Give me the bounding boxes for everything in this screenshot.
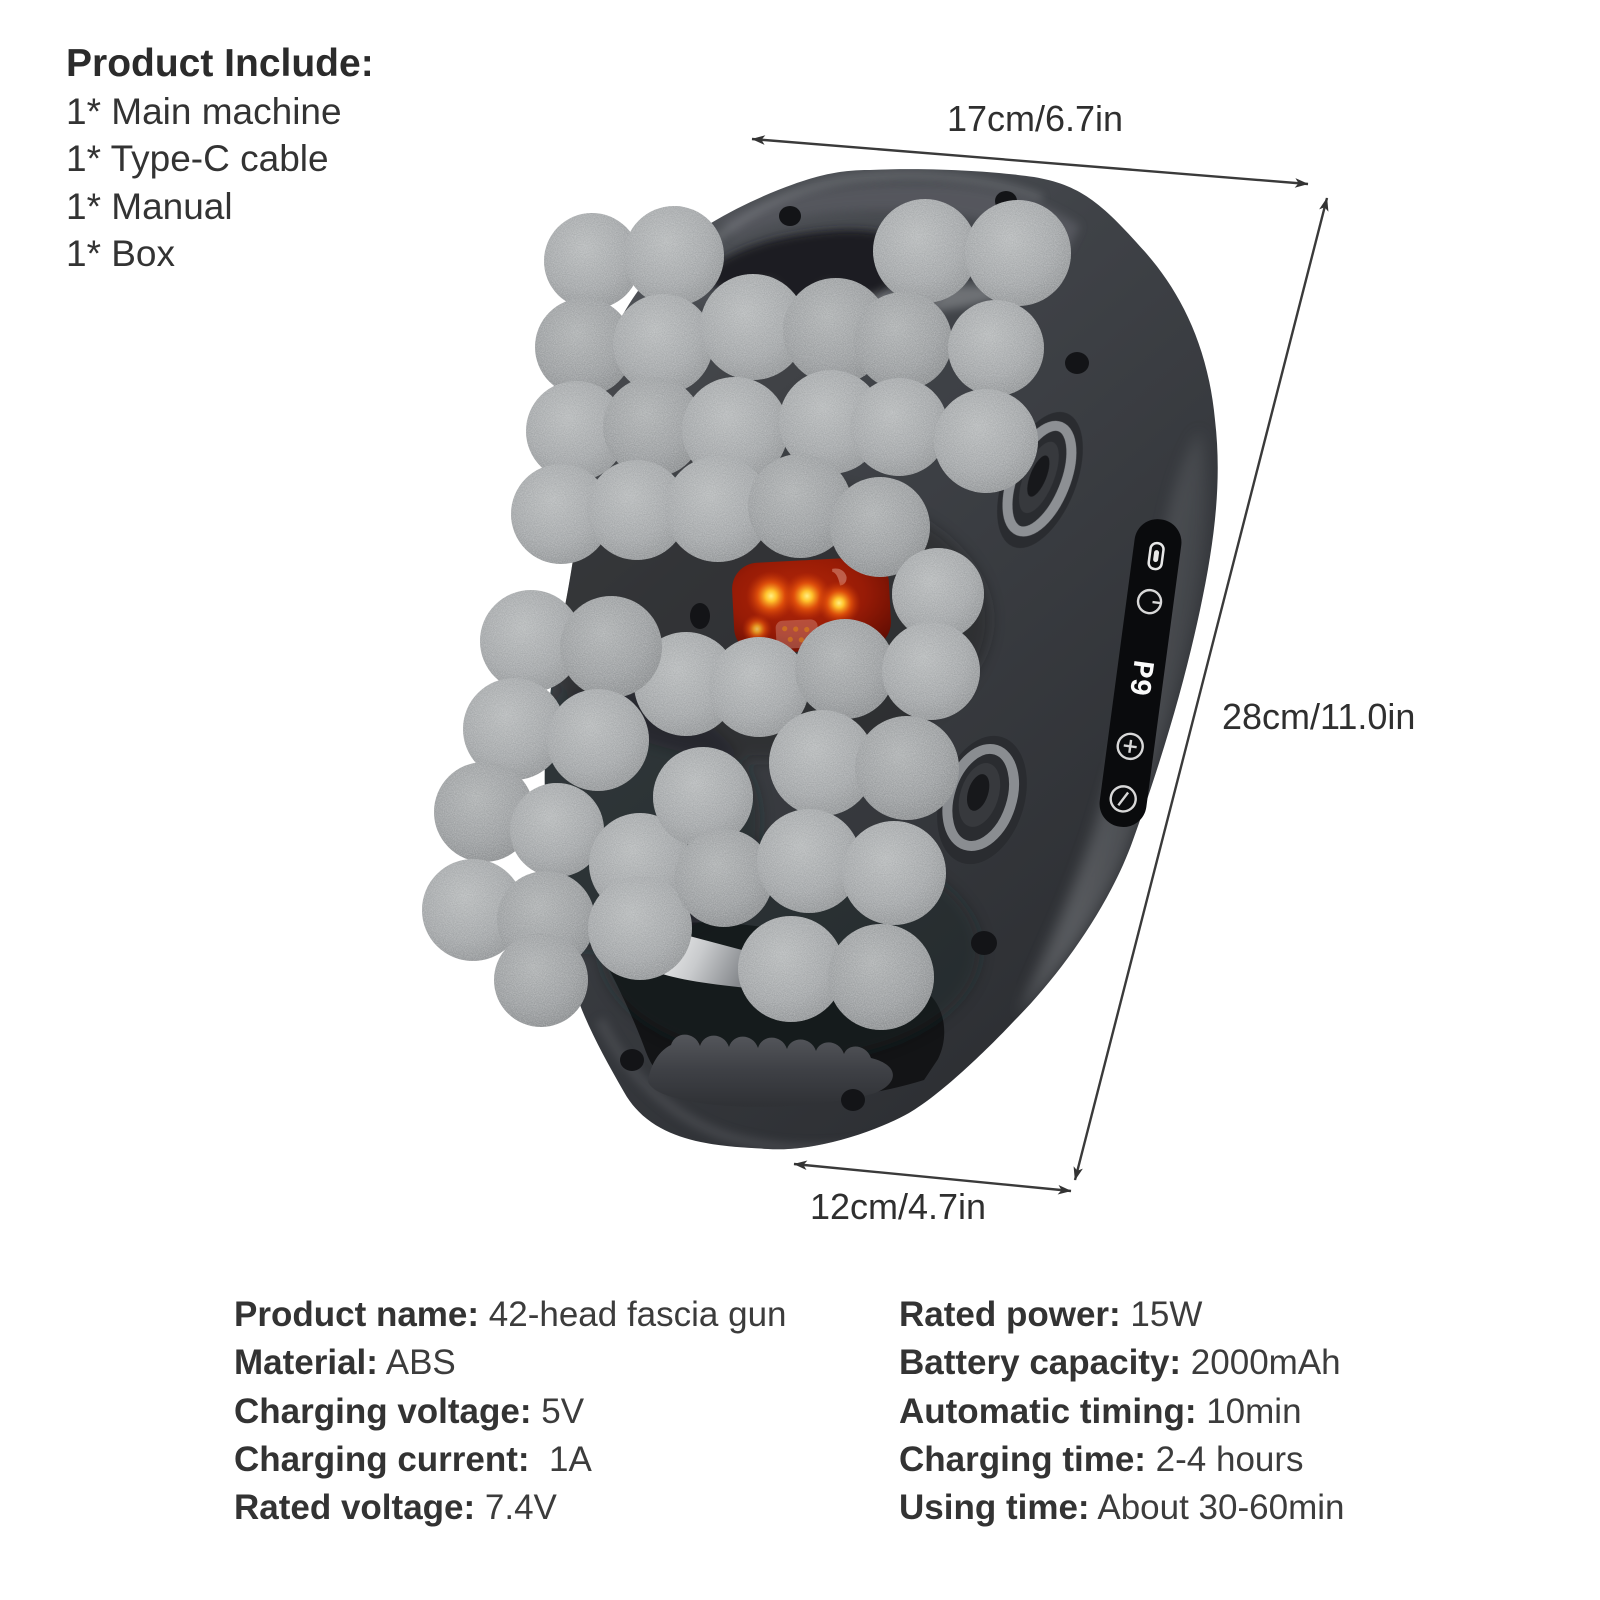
svg-text:12cm/4.7in: 12cm/4.7in (810, 1186, 986, 1227)
svg-text:17cm/6.7in: 17cm/6.7in (947, 98, 1123, 139)
svg-text:28cm/11.0in: 28cm/11.0in (1222, 696, 1415, 737)
svg-text:P9: P9 (1120, 658, 1158, 698)
